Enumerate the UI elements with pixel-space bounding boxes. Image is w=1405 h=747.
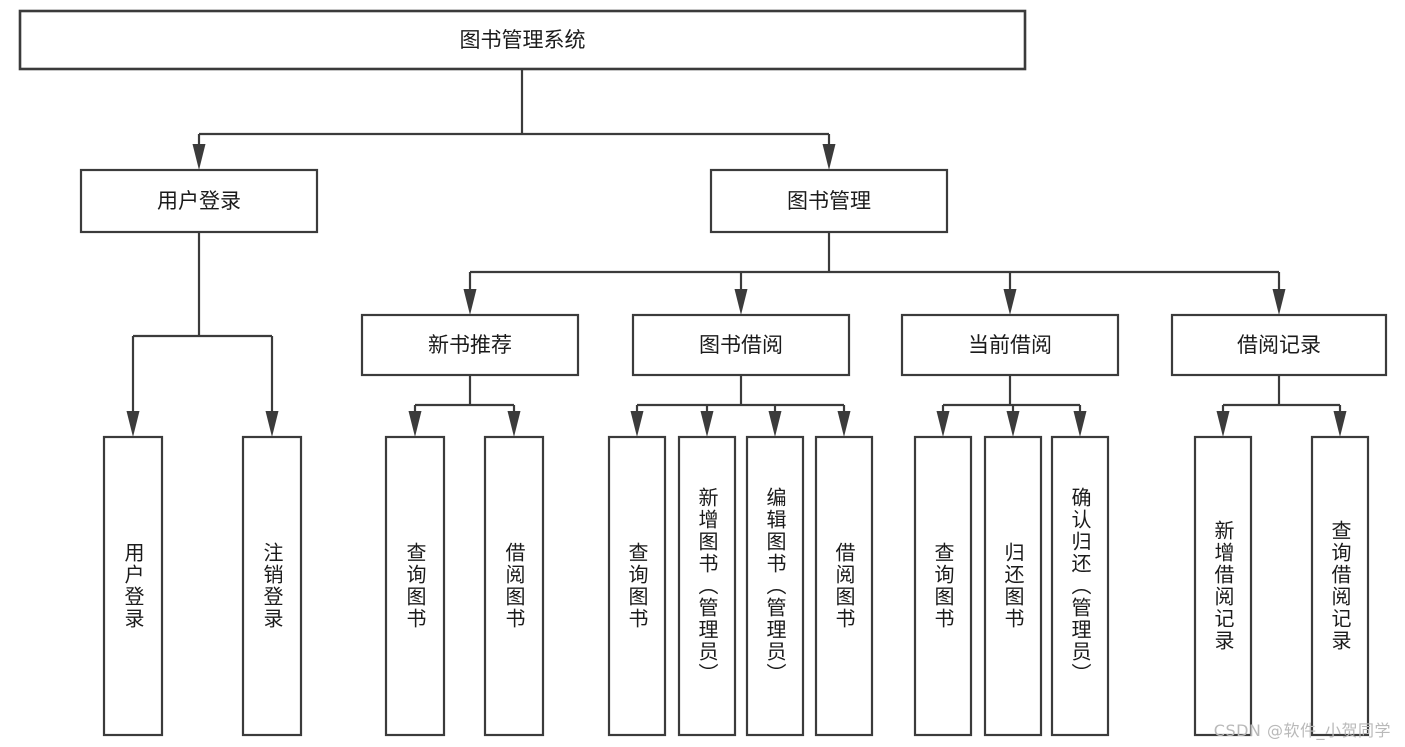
node-label-book-manage: 图书管理 xyxy=(787,189,871,213)
book-manage-arrow-0 xyxy=(463,289,477,315)
node-box-leaf-query-book-current[interactable] xyxy=(913,435,973,737)
node-box-leaf-return-book[interactable] xyxy=(983,435,1043,737)
new-book-recommend-arrow-1 xyxy=(507,411,521,437)
book-manage-arrow-1 xyxy=(734,289,748,315)
node-box-leaf-query-book-rec[interactable] xyxy=(384,435,446,737)
node-label-user-login: 用户登录 xyxy=(157,189,241,213)
borrow-record-arrow-1 xyxy=(1333,411,1347,437)
node-box-leaf-add-borrow-record[interactable] xyxy=(1193,435,1253,737)
node-box-book-manage[interactable] xyxy=(709,168,949,234)
current-borrow-arrow-2 xyxy=(1073,411,1087,437)
borrow-record-arrow-0 xyxy=(1216,411,1230,437)
node-box-leaf-user-login[interactable] xyxy=(102,435,164,737)
node-box-book-borrow[interactable] xyxy=(631,313,851,377)
node-box-root[interactable] xyxy=(18,9,1027,71)
node-box-leaf-logout[interactable] xyxy=(241,435,303,737)
root-arrow-0 xyxy=(192,144,206,170)
node-box-leaf-query-borrow-record[interactable] xyxy=(1310,435,1370,737)
node-label-new-book-recommend: 新书推荐 xyxy=(428,333,512,357)
user-login-arrow-0 xyxy=(126,411,140,437)
node-box-leaf-borrow-book[interactable] xyxy=(814,435,874,737)
node-box-leaf-edit-book-admin[interactable] xyxy=(745,435,805,737)
node-box-current-borrow[interactable] xyxy=(900,313,1120,377)
current-borrow-arrow-1 xyxy=(1006,411,1020,437)
book-borrow-arrow-2 xyxy=(768,411,782,437)
node-box-leaf-confirm-return-admin[interactable] xyxy=(1050,435,1110,737)
book-borrow-arrow-0 xyxy=(630,411,644,437)
node-box-user-login[interactable] xyxy=(79,168,319,234)
node-label-current-borrow: 当前借阅 xyxy=(968,333,1052,357)
book-manage-arrow-3 xyxy=(1272,289,1286,315)
connectors-layer xyxy=(126,69,1347,437)
book-borrow-arrow-1 xyxy=(700,411,714,437)
current-borrow-arrow-0 xyxy=(936,411,950,437)
user-login-arrow-1 xyxy=(265,411,279,437)
node-box-new-book-recommend[interactable] xyxy=(360,313,580,377)
node-box-leaf-borrow-book-rec[interactable] xyxy=(483,435,545,737)
node-label-borrow-record: 借阅记录 xyxy=(1237,333,1321,357)
book-borrow-arrow-3 xyxy=(837,411,851,437)
boxes-layer xyxy=(18,9,1388,737)
node-box-leaf-query-book-borrow[interactable] xyxy=(607,435,667,737)
node-box-borrow-record[interactable] xyxy=(1170,313,1388,377)
new-book-recommend-arrow-0 xyxy=(408,411,422,437)
book-manage-arrow-2 xyxy=(1003,289,1017,315)
node-box-leaf-add-book-admin[interactable] xyxy=(677,435,737,737)
node-label-book-borrow: 图书借阅 xyxy=(699,333,783,357)
root-arrow-1 xyxy=(822,144,836,170)
node-label-root: 图书管理系统 xyxy=(460,28,586,52)
